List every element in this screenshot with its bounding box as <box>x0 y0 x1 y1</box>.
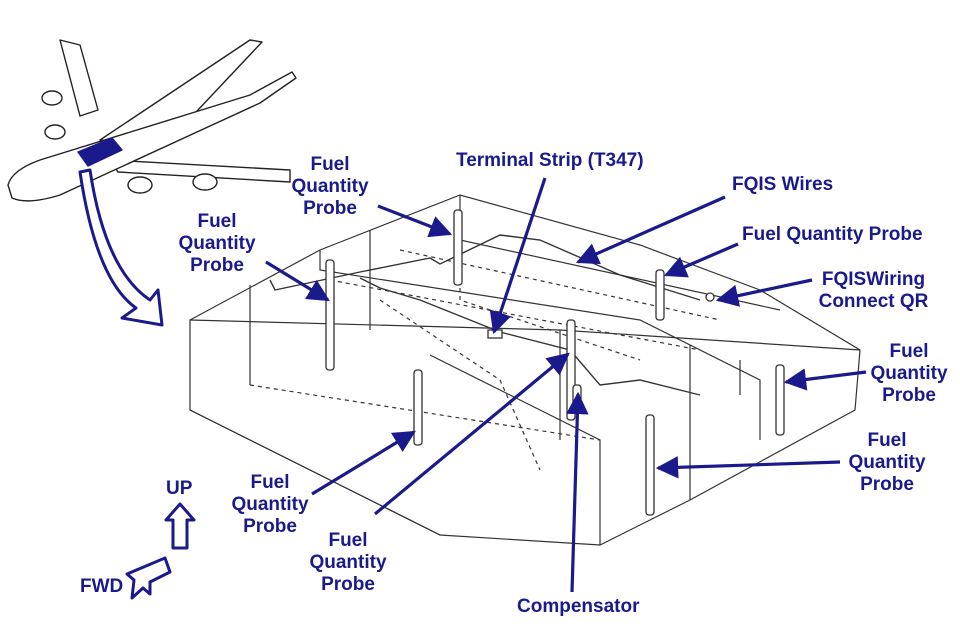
wiring-connector <box>705 292 715 302</box>
airplane-tail <box>59 39 99 117</box>
probe-2 <box>453 209 463 286</box>
label-probe-right-mid: Fuel Quantity Probe <box>870 341 948 406</box>
leader-probe-left <box>265 260 330 302</box>
label-compensator: Compensator <box>517 596 640 617</box>
airplane-engine-4 <box>192 173 218 191</box>
leader-probe-top-left <box>377 204 453 238</box>
label-probe-bottom-left: Fuel Quantity Probe <box>231 472 309 537</box>
leader-probe-bottom-left <box>311 430 416 496</box>
probes <box>325 209 785 516</box>
up-arrow-icon <box>164 502 196 550</box>
label-terminal-strip: Terminal Strip (T347) <box>456 150 644 171</box>
leader-compensator <box>566 391 589 593</box>
label-probe-right-top: Fuel Quantity Probe <box>742 224 923 245</box>
leader-terminal-strip <box>489 177 547 335</box>
probe-6 <box>775 364 785 436</box>
probe-3 <box>413 369 423 446</box>
tank-spar-2 <box>319 250 761 440</box>
leader-probe-right-low <box>655 456 841 479</box>
fuel-tank <box>189 194 861 546</box>
airplane-tank-highlight <box>77 137 123 167</box>
leader-fqis-wiring-connect <box>715 278 813 307</box>
tank-bottom-front-edge <box>189 409 441 536</box>
label-up: UP <box>166 478 193 499</box>
tank-rib-b <box>559 330 741 500</box>
airplane-engine-3 <box>127 176 153 194</box>
probe-5 <box>655 269 665 321</box>
probe-7 <box>645 414 655 516</box>
probe-1 <box>325 259 335 371</box>
leader-fqis-wires <box>575 195 726 265</box>
tank-top-front-edge <box>189 319 861 351</box>
label-fqis-wires: FQIS Wires <box>732 174 834 195</box>
tank-hidden-lines <box>249 240 721 471</box>
label-fwd: FWD <box>80 576 124 597</box>
leader-probe-right-top <box>663 242 739 278</box>
airplane-to-tank-arrow <box>78 168 164 327</box>
airplane-engine-1 <box>41 90 63 106</box>
airplane-illustration <box>7 39 297 202</box>
fwd-arrow-icon <box>125 556 172 600</box>
label-probe-top-left: Fuel Quantity Probe <box>291 154 369 219</box>
leader-probe-bottom-center <box>373 352 570 516</box>
label-probe-left: Fuel Quantity Probe <box>178 211 256 276</box>
label-probe-bottom-center: Fuel Quantity Probe <box>309 530 387 595</box>
wire-run-lower <box>359 277 701 396</box>
label-probe-right-low: Fuel Quantity Probe <box>848 430 926 495</box>
label-fqis-wiring-connect: FQISWiring Connect QR <box>818 269 929 312</box>
leader-lines <box>265 177 867 593</box>
leader-probe-right-mid <box>783 368 867 391</box>
airplane-engine-2 <box>44 124 66 140</box>
airplane-fuselage <box>7 71 297 202</box>
